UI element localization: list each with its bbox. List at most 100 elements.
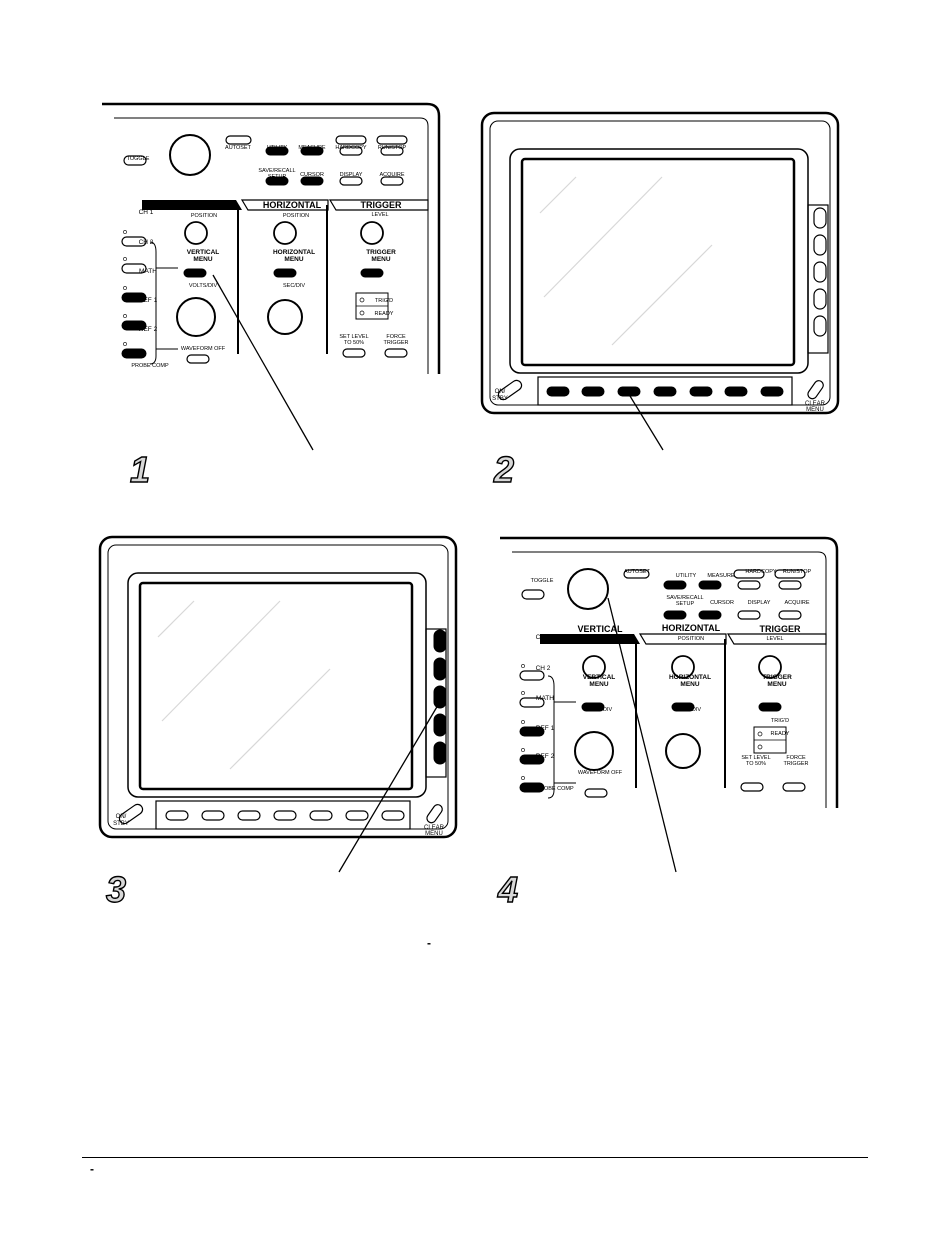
horizontal-menu-label-4: HORIZONTAL	[669, 674, 711, 681]
save-recall-label-2: SETUP	[268, 174, 287, 180]
save-recall-label: SAVE/RECALL	[258, 168, 295, 174]
callout-line-2	[629, 395, 664, 451]
volts-div-label: VOLTS/DIV	[189, 283, 218, 289]
ref2-label: REF 2	[139, 326, 158, 333]
trigger-section-title-4: TRIGGER	[759, 624, 801, 634]
horizontal-section-title-4: HORIZONTAL	[662, 623, 721, 633]
callout-line-3	[338, 699, 442, 873]
vertical-menu-label: VERTICAL	[187, 249, 220, 256]
acquire-label: ACQUIRE	[379, 172, 404, 178]
sec-div-label: SEC/DIV	[283, 283, 305, 289]
clear-menu-label-2: MENU	[806, 407, 824, 413]
horizontal-menu-label-4b: MENU	[680, 681, 699, 688]
front-panel-labels-4: TOGGLE AUTOSET UTILITY MEASURE HARDCOPY …	[531, 569, 812, 792]
set-level-label-4b: TO 50%	[746, 761, 766, 767]
trigger-menu-label-4b: MENU	[767, 681, 786, 688]
hardcopy-label: HARDCOPY	[335, 145, 367, 151]
step-number-1: 1	[130, 449, 150, 490]
on-stby-label-3: ON/	[116, 814, 127, 820]
step-2-panel: ON/ STBY CLEAR MENU 2	[480, 111, 840, 491]
vertical-menu-label-4: VERTICAL	[583, 674, 616, 681]
side-bezel-buttons-3	[433, 629, 447, 765]
force-trigger-label-4b: TRIGGER	[783, 761, 808, 767]
set-level-label-4: SET LEVEL	[741, 755, 770, 761]
display-label-4: DISPLAY	[748, 600, 771, 606]
on-stby-label-3b: STBY	[113, 821, 129, 827]
ref2-label-4: REF 2	[536, 753, 555, 760]
probe-comp-label-4: PROBE COMP	[536, 786, 574, 792]
vertical-section-title-4: VERTICAL	[578, 624, 624, 634]
ch2-label: CH 2	[139, 239, 154, 246]
ref1-label: REF 1	[139, 297, 158, 304]
autoset-label: AUTOSET	[225, 145, 252, 151]
runstop-label-4: RUN/STOP	[783, 569, 812, 575]
autoset-label-4: AUTOSET	[624, 569, 651, 575]
trigger-menu-label-4: TRIGGER	[762, 674, 792, 681]
vertical-menu-label-4b: MENU	[589, 681, 608, 688]
trigger-section-title: TRIGGER	[360, 200, 402, 210]
step-1-panel: TOGGLE AUTOSET UTILITY MEASURE HARDCOPY …	[100, 102, 441, 491]
bottom-bezel-buttons-3	[165, 810, 405, 821]
math-label: MATH	[139, 268, 157, 275]
measure-label: MEASURE	[298, 145, 326, 151]
front-panel-labels-1: TOGGLE AUTOSET UTILITY MEASURE HARDCOPY …	[127, 145, 409, 369]
horizontal-position-label-4: POSITION	[678, 636, 704, 642]
set-level-label-2: TO 50%	[344, 340, 364, 346]
on-stby-label-2: STBY	[492, 396, 508, 402]
hardcopy-label-4: HARDCOPY	[745, 569, 777, 575]
side-bezel-buttons-2	[813, 207, 827, 337]
step-3-panel: ON/ STBY CLEAR MENU 3	[98, 535, 458, 911]
trigger-level-label-4: LEVEL	[766, 636, 783, 642]
runstop-label: RUN/STOP	[378, 145, 407, 151]
bottom-bezel-buttons-2	[546, 386, 784, 397]
mid-page-mark: -	[427, 936, 431, 950]
clear-menu-label-3: CLEAR	[424, 825, 445, 831]
measure-label-4: MEASURE	[707, 573, 735, 579]
ch1-label-4: CH 1	[536, 634, 551, 641]
ch2-label-4: CH 2	[536, 665, 551, 672]
horizontal-menu-label-2: MENU	[284, 256, 303, 263]
cursor-label-4: CURSOR	[710, 600, 734, 606]
trigger-menu-label: TRIGGER	[366, 249, 396, 256]
step-number-2: 2	[493, 449, 514, 490]
toggle-label: TOGGLE	[127, 156, 150, 162]
probe-comp-label: PROBE COMP	[131, 363, 169, 369]
save-recall-label-4b: SETUP	[676, 601, 695, 607]
step-number-4: 4	[497, 869, 518, 910]
waveform-off-label: WAVEFORM OFF	[181, 346, 226, 352]
trigger-menu-label-2: MENU	[371, 256, 390, 263]
on-stby-label: ON/	[495, 389, 506, 395]
trigger-level-label: LEVEL	[371, 212, 388, 218]
ready-label: READY	[375, 311, 394, 317]
force-trigger-label: FORCE	[386, 334, 406, 340]
ready-label-4: READY	[771, 731, 790, 737]
clear-menu-label: CLEAR	[805, 401, 826, 407]
force-trigger-label-2: TRIGGER	[383, 340, 408, 346]
callout-line-4	[607, 597, 677, 873]
utility-label: UTILITY	[267, 145, 288, 151]
set-level-label: SET LEVEL	[339, 334, 368, 340]
trigd-label-4: TRIG'D	[771, 718, 789, 724]
display-label: DISPLAY	[340, 172, 363, 178]
waveform-off-label-4: WAVEFORM OFF	[578, 770, 623, 776]
utility-label-4: UTILITY	[676, 573, 697, 579]
footer-rule	[82, 1157, 868, 1158]
sec-div-label-4: SEC/DIV	[679, 707, 701, 713]
toggle-label-4: TOGGLE	[531, 578, 554, 584]
ch1-label: CH 1	[139, 209, 154, 216]
trigd-label: TRIG'D	[375, 298, 393, 304]
callout-line-1	[212, 274, 314, 451]
horizontal-position-label: POSITION	[283, 213, 309, 219]
save-recall-label-4: SAVE/RECALL	[666, 595, 703, 601]
horizontal-section-title: HORIZONTAL	[263, 200, 322, 210]
volts-div-label-4: VOLTS/DIV	[584, 707, 613, 713]
cursor-label: CURSOR	[300, 172, 324, 178]
vertical-position-label: POSITION	[191, 213, 217, 219]
ref1-label-4: REF 1	[536, 725, 555, 732]
acquire-label-4: ACQUIRE	[784, 600, 809, 606]
vertical-section-title: VERTICAL	[174, 199, 220, 209]
force-trigger-label-4: FORCE	[786, 755, 806, 761]
step-number-3: 3	[106, 869, 126, 910]
